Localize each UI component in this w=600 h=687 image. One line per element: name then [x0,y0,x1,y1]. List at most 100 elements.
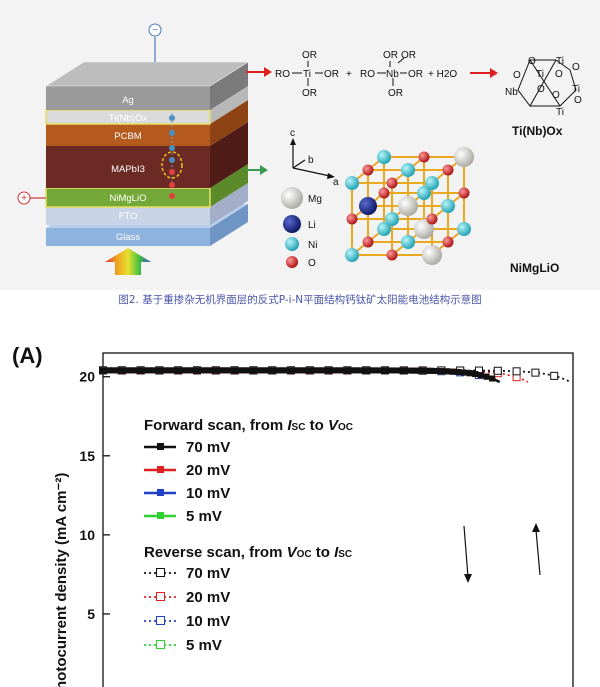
series-point [145,367,152,374]
y-tick-label: 10 [79,527,95,543]
series-point [162,367,169,374]
jv-chart: (A) hotocurrent density (mA cm⁻²) 510152… [12,343,574,687]
series-point [308,367,315,374]
legend-reverse-title: Reverse scan, from VOC to ISC [144,544,352,561]
series-point [218,367,225,374]
series-point [252,367,259,374]
series-point [291,367,298,374]
series-point [319,367,326,374]
label-fto: FTO [119,211,138,222]
axis-c-label: c [290,128,295,139]
series-point [156,367,163,374]
layer-tinbox [46,110,210,124]
chart-legend: Forward scan, from ISC to VOC Reverse sc… [144,417,353,654]
lattice-atom-ni [441,199,455,213]
legend-label-reverse: 70 mV [186,565,230,582]
series-point [229,367,236,374]
legend-marker [156,640,165,649]
label-pcbm: PCBM [114,131,142,142]
plus-water: + H2O [428,69,457,80]
ti-or-top: OR [302,50,317,61]
series-point [512,367,521,376]
schematic-svg: Ag Ti(Nb)Ox PCBM MAPbI3 NiMgLiO FTO Glas… [17,23,582,275]
legend-o: O [308,258,316,269]
series-point [531,368,540,377]
nb-or-right: OR [408,69,423,80]
series-point [100,367,106,374]
device-schematic-panel: Ag Ti(Nb)Ox PCBM MAPbI3 NiMgLiO FTO Glas… [0,0,600,290]
legend-label-forward: 20 mV [186,462,230,479]
series-point [444,368,451,375]
legend-li: Li [308,220,316,231]
series-point [190,367,197,374]
series-point [432,367,439,374]
lattice-atom-o [426,213,438,225]
arrow-to-crystal-icon [246,165,268,175]
legend-ni: Ni [308,240,317,251]
series-point [246,367,253,374]
legend-marker [156,592,165,601]
series-point [173,367,180,374]
exciton-ellipse-icon [161,151,183,179]
label-nimglio: NiMgLiO [110,193,147,204]
lattice-atom-o [362,164,374,176]
legend-label-reverse: 20 mV [186,589,230,606]
ti-ro-left: RO [275,69,290,80]
nb-ro-left: RO [360,69,375,80]
series-point [359,367,366,374]
minus-terminal-label: − [152,25,158,36]
layer-ag [46,86,210,110]
series-point [410,367,417,374]
label-glass: Glass [116,232,141,243]
lattice-atom-o [362,236,374,248]
series-point [387,367,394,374]
reverse-scan-arrow-icon [532,523,541,576]
cluster-atom-1: Ti [556,56,564,67]
legend-marker [157,466,164,473]
series-point [257,367,264,374]
series-point [116,367,123,374]
series-point [241,367,247,374]
series-point [393,367,400,374]
lattice-atom-o [418,151,430,163]
lattice-atom-o [458,187,470,199]
cluster-atom-4: O [555,69,563,80]
series-point [460,369,467,376]
layer-fto [46,207,210,225]
cluster-atom-7: O [537,84,545,95]
lattice-atom-ni [377,150,391,164]
series-point [263,367,270,374]
series-point [382,367,388,374]
layer-pcbm [46,124,210,146]
series-point [477,372,484,379]
series-point [376,367,383,374]
legend-marker [157,443,164,450]
series-point [398,367,405,374]
crystal-axes-icon: c b a [290,128,339,188]
label-mapbi3: MAPbI3 [111,164,145,175]
legend-label-forward: 10 mV [186,485,230,502]
label-tinbox: Ti(Nb)Ox [109,113,147,124]
cluster-atom-2: O [572,62,580,73]
series-point [303,367,310,374]
ti-or-right: OR [324,69,339,80]
legend-marker [156,616,165,625]
plus-terminal-icon [17,191,31,205]
series-point [483,373,490,380]
lattice-atom-mg [398,196,418,216]
series-point [178,367,185,374]
axis-a-label: a [333,177,339,188]
series-point [449,368,456,375]
series-point [212,367,219,374]
axis-b-label: b [308,155,314,166]
layer-stack [44,61,250,246]
series-point [150,367,157,374]
product-label: Ti(Nb)Ox [512,124,563,138]
nb-or-top2: OR [401,50,416,61]
series-point [314,367,321,374]
layer-nimglio [46,188,210,207]
ni-atom-icon [285,237,299,251]
ti-center: Ti [303,69,311,80]
lattice-atom-ni [385,212,399,226]
series-point [167,367,174,374]
